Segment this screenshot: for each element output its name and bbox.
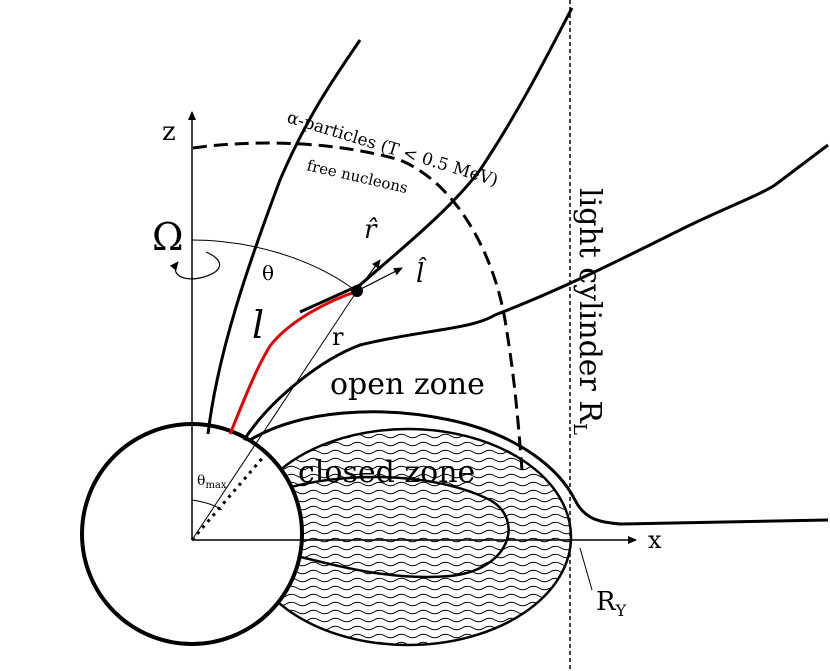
inner-closed-field-line xyxy=(261,475,510,579)
free-nucleons-label: free nucleons xyxy=(305,156,409,197)
ry-label: RY xyxy=(596,587,627,620)
l-hat-vector xyxy=(356,267,403,292)
arc-length-segment xyxy=(228,289,359,435)
theta-max-arc xyxy=(191,499,223,511)
rotation-arrow xyxy=(169,251,221,280)
radius-label: r xyxy=(332,323,344,351)
arc-length-label: l xyxy=(252,303,264,347)
omega-label: Ω xyxy=(152,215,184,259)
separatrix-field-line xyxy=(249,410,829,526)
open-zone-label: open zone xyxy=(330,367,485,402)
mid-field-line xyxy=(299,7,574,314)
light-cylinder-label: light cylinder RL xyxy=(569,188,607,435)
theta-max-label: θmax xyxy=(197,473,227,491)
theta-max-line xyxy=(190,454,267,541)
theta-label: θ xyxy=(262,261,274,285)
radius-line xyxy=(191,290,358,541)
polar-field-line xyxy=(206,39,362,435)
theta-arc xyxy=(191,239,353,289)
r-hat-label: r̂ xyxy=(364,215,378,245)
l-hat-label: l̂ xyxy=(416,257,428,289)
z-axis-label: z xyxy=(162,117,176,147)
last-open-field-line xyxy=(242,143,829,441)
x-axis-label: x xyxy=(648,526,662,554)
r-hat-vector xyxy=(356,259,381,292)
closed-zone-label: closed zone xyxy=(298,455,475,490)
nucleon-boundary xyxy=(192,141,524,471)
ry-pointer xyxy=(579,547,593,591)
